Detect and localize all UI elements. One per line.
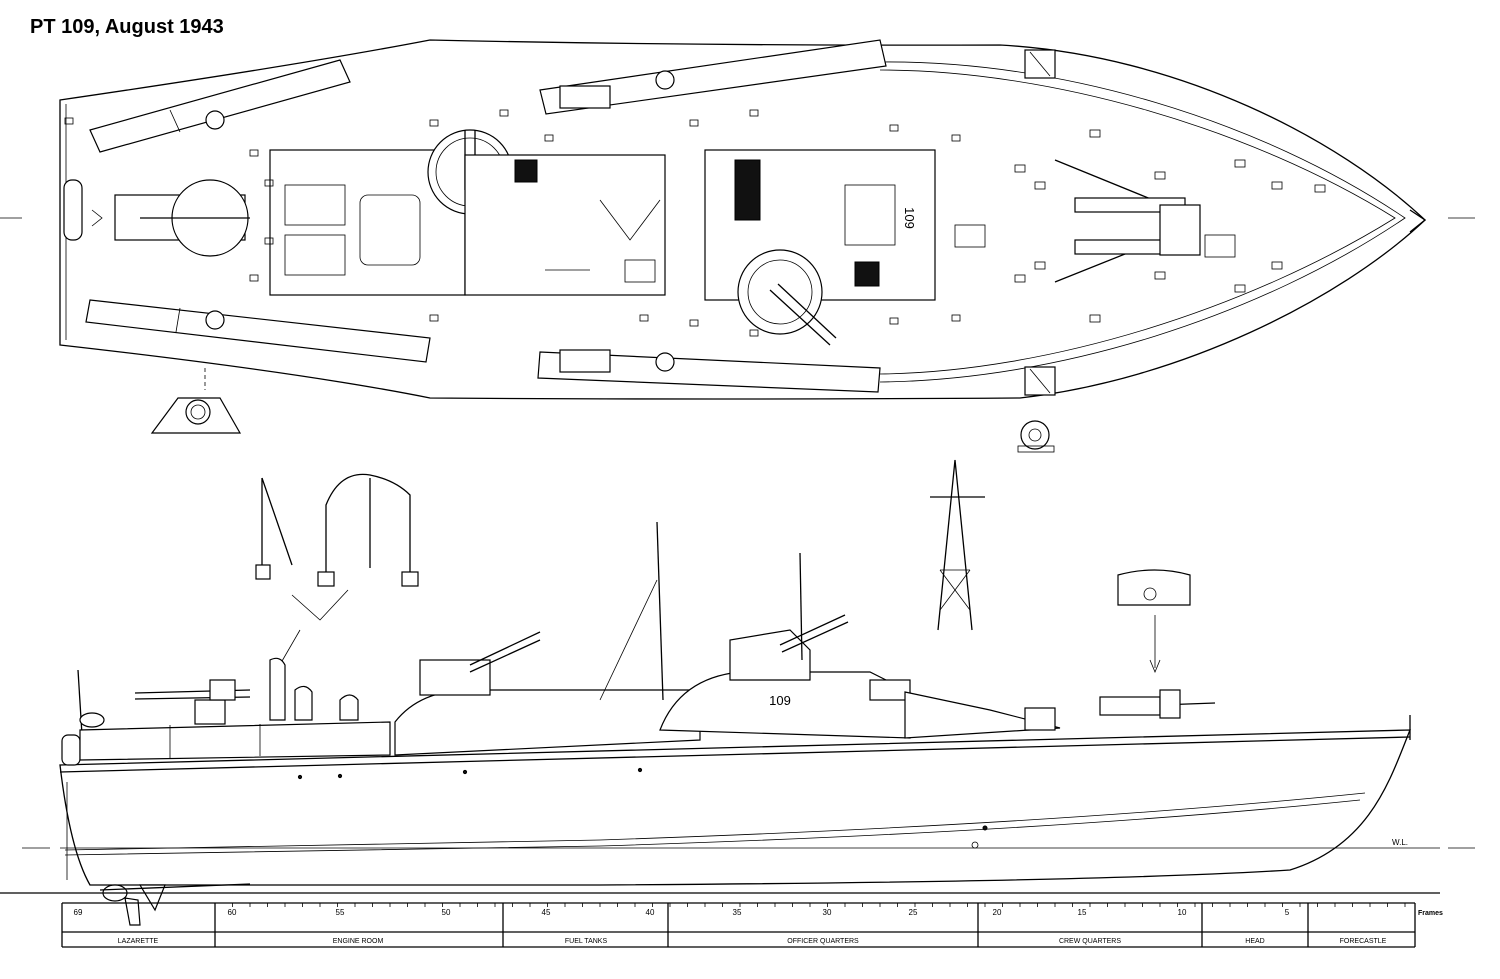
plan-bow-tip [1409, 209, 1427, 233]
radio-mast [799, 552, 803, 661]
engine-deckhouse-profile [394, 689, 701, 756]
frame-number: 40 [646, 908, 655, 917]
frame-number: 15 [1078, 908, 1087, 917]
plan-stern-mark [91, 209, 103, 227]
plan-gunwale-inner [879, 61, 1406, 383]
profile-chine [64, 792, 1366, 851]
frame-number: 60 [228, 908, 237, 917]
midship-vent [514, 159, 538, 183]
compartment-label: FUEL TANKS [565, 938, 608, 945]
compartment-label: LAZARETTE [118, 938, 159, 945]
propeller-rudder [99, 883, 251, 926]
frame-number: 69 [74, 908, 83, 917]
compartment-label: FORECASTLE [1340, 938, 1387, 945]
stbd-turret-profile [729, 629, 811, 681]
frame-number: 5 [1285, 908, 1290, 917]
frames-label: Frames [1418, 910, 1443, 917]
aft-20mm-gun-profile [134, 679, 251, 725]
cockpit-windscreen [734, 159, 761, 221]
forward-chock-profile [1024, 707, 1056, 731]
profile-view: W.L. 10 [22, 521, 1475, 926]
detail-reel [1020, 420, 1050, 450]
detail-pointer-v [291, 589, 349, 621]
frame-number: 10 [1178, 908, 1187, 917]
plan-smoke-generator [63, 179, 83, 241]
drawing-title: PT 109, August 1943 [30, 16, 224, 38]
plan-hull-number: 109 [902, 207, 917, 229]
detail-sketches [255, 459, 1191, 674]
compartment-label: CREW QUARTERS [1059, 938, 1121, 945]
chock-stbd [1024, 366, 1056, 396]
frame-number: 55 [336, 908, 345, 917]
cockpit-vent [854, 261, 880, 287]
profile-hull-number: 109 [769, 693, 791, 708]
torpedo-tube-port-fwd [539, 39, 887, 115]
frame-number: 45 [542, 908, 551, 917]
frame-number: 30 [823, 908, 832, 917]
frame-number: 25 [909, 908, 918, 917]
forward-37mm-gun-profile [1099, 689, 1216, 719]
waterline-label: W.L. [1392, 838, 1408, 847]
hull-fittings [297, 767, 988, 849]
detail-mast [937, 459, 973, 631]
midship-deckhouse [464, 154, 666, 296]
aft-ventilator [269, 657, 286, 721]
profile-sheer-line [59, 736, 1411, 773]
aft-deck-rail [79, 721, 391, 761]
torpedo-tube-stbd-aft [85, 299, 431, 363]
frame-number: 35 [733, 908, 742, 917]
profile-smoke-generator [61, 734, 81, 766]
detail-gun-shield [1117, 569, 1191, 606]
profile-hull-outline [59, 729, 1411, 886]
frame-number: 20 [993, 908, 1002, 917]
profile-flagstaff [77, 669, 83, 736]
stbd-turret-ring [737, 249, 823, 335]
frame-scale: Frames 69 60 55 50 45 40 35 30 25 20 15 … [0, 892, 1443, 948]
frame-number: 50 [442, 908, 451, 917]
main-mast [656, 521, 664, 701]
cockpit-profile [659, 671, 911, 739]
torpedo-tube-stbd-fwd [537, 349, 881, 393]
compartment-label: OFFICER QUARTERS [787, 938, 859, 945]
compartment-label: ENGINE ROOM [333, 938, 384, 945]
port-turret-profile [419, 659, 491, 696]
deck-fittings [64, 109, 1326, 337]
plan-view: 109 [0, 39, 1475, 453]
compartment-label: HEAD [1245, 938, 1264, 945]
plan-gunwale-inner-2 [879, 69, 1396, 375]
foredeck-gun-mount [1159, 204, 1201, 256]
torpedo-tube-port-aft [89, 59, 351, 153]
